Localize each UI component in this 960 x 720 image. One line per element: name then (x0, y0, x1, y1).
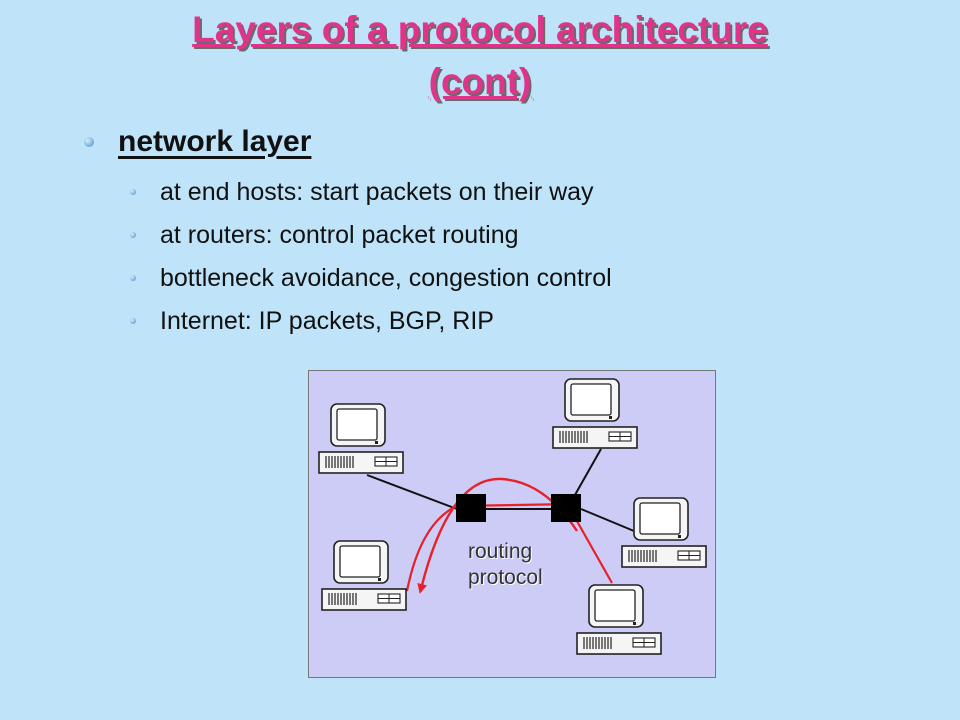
sub-bullet-3: bottleneck avoidance, congestion control (128, 261, 612, 295)
computer-icon (552, 378, 638, 449)
sub-bullet-text: at routers: control packet routing (160, 220, 519, 249)
sub-bullet-2: at routers: control packet routing (128, 218, 519, 252)
computer-icon (321, 540, 407, 611)
network-diagram: routing protocol (308, 370, 716, 678)
network-diagram-drawing (318, 378, 707, 655)
router-icon (456, 494, 486, 522)
bullet-dot-icon (84, 137, 94, 147)
main-bullet-label: network layer (118, 125, 312, 158)
sub-bullet-text: Internet: IP packets, BGP, RIP (160, 306, 494, 335)
main-bullet: network layer (78, 122, 311, 162)
routing-protocol-label: routing protocol (468, 539, 543, 591)
network-link (580, 508, 635, 532)
bullet-dot-icon (130, 318, 136, 324)
routing-protocol-label-line1: routing (468, 540, 533, 563)
computer-icon (621, 497, 707, 568)
sub-bullet-text: at end hosts: start packets on their way (160, 177, 594, 206)
slide-title-line2: (cont) (428, 61, 532, 102)
slide-title-line1: Layers of a protocol architecture (192, 9, 768, 50)
router-icon (551, 494, 581, 522)
network-link (366, 474, 458, 510)
computer-icon (576, 584, 662, 655)
computer-icon (318, 403, 404, 474)
sub-bullet-text: bottleneck avoidance, congestion control (160, 263, 612, 292)
bullet-dot-icon (130, 275, 136, 281)
bullet-dot-icon (130, 232, 136, 238)
routing-protocol-label-line2: protocol (468, 566, 543, 589)
slide-title: Layers of a protocol architecture (cont) (0, 4, 960, 108)
bullet-dot-icon (130, 189, 136, 195)
sub-bullet-1: at end hosts: start packets on their way (128, 175, 594, 209)
sub-bullet-4: Internet: IP packets, BGP, RIP (128, 304, 494, 338)
